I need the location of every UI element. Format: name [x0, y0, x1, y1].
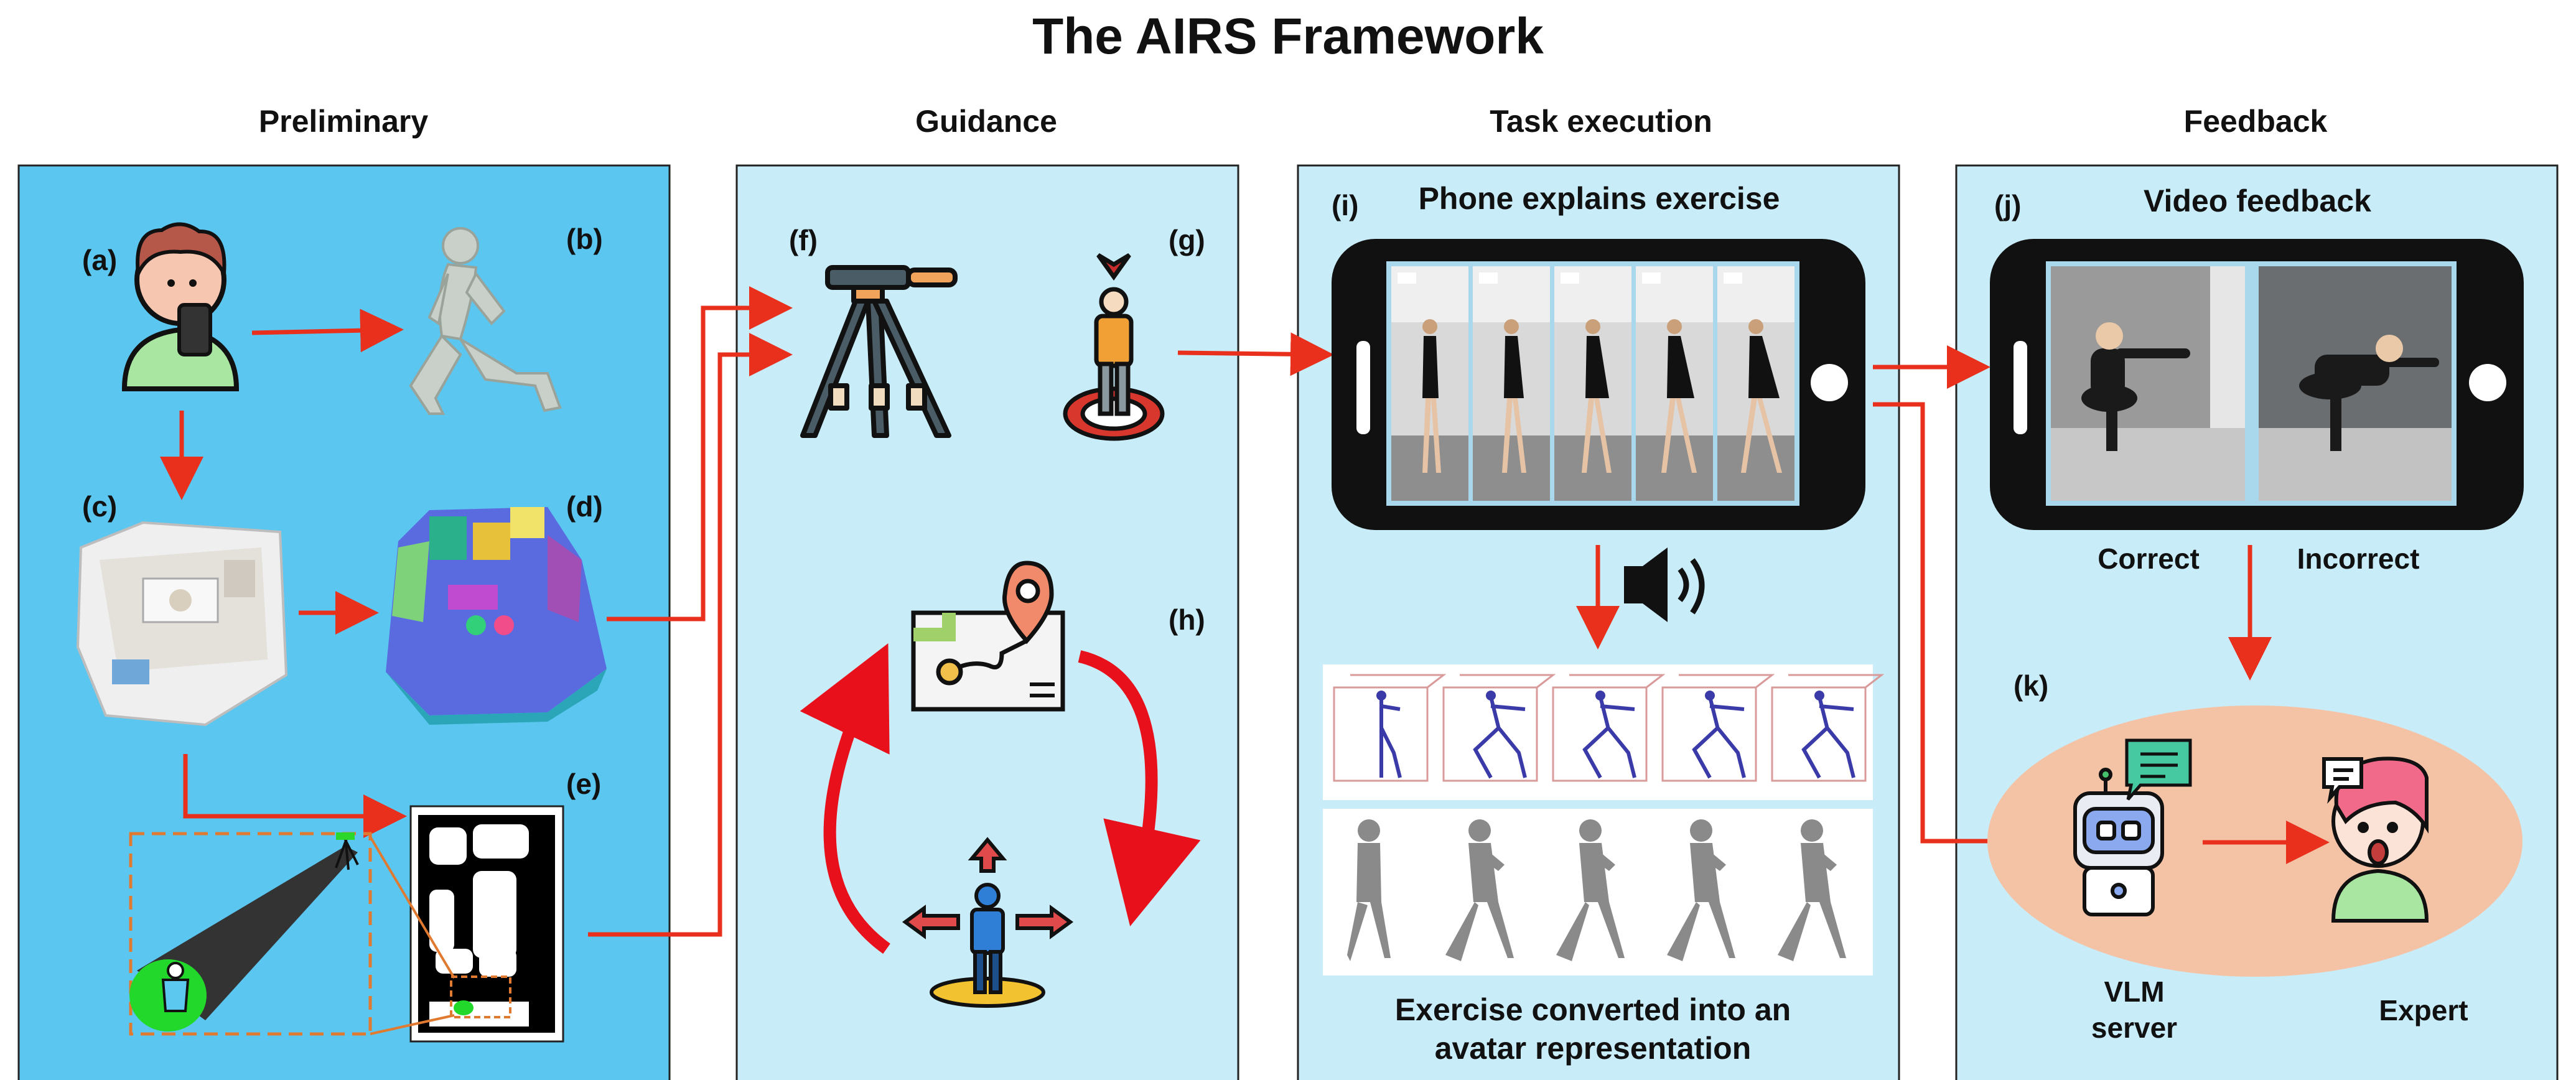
zoom-line-bottom	[370, 1014, 455, 1035]
avatar-pose	[1445, 819, 1514, 961]
avatar-pose	[1667, 819, 1735, 961]
label-k: (k)	[2014, 669, 2048, 702]
arrow-g-i	[1177, 332, 1334, 376]
chat-bubble-icon	[2125, 738, 2192, 801]
vlm-server-line1: VLM	[2104, 975, 2164, 1008]
floor-map-icon	[409, 805, 564, 1043]
expert-label: Expert	[2379, 994, 2468, 1026]
speaker-icon	[1624, 547, 1705, 622]
person-phone-icon	[121, 222, 240, 391]
label-i: (i)	[1332, 189, 1358, 221]
video-frame	[1554, 266, 1631, 501]
video-frame	[1717, 266, 1794, 501]
cycle-arrow-right	[1078, 650, 1201, 927]
cycle-arrow-left	[800, 643, 890, 954]
label-a: (a)	[82, 244, 117, 276]
section-task-execution: Task execution	[1490, 104, 1712, 139]
room-scan-icon	[76, 521, 288, 727]
skeleton-poses	[1333, 674, 1885, 782]
section-feedback: Feedback	[2184, 104, 2328, 139]
label-h: (h)	[1169, 603, 1205, 636]
tripod-icon	[800, 265, 958, 438]
expert-face-icon	[2322, 756, 2429, 923]
avatar-pose	[1347, 819, 1391, 961]
skeleton-pose	[1661, 674, 1775, 782]
phone-explains-title: Phone explains exercise	[1419, 181, 1780, 216]
section-preliminary: Preliminary	[259, 104, 429, 139]
body-mesh-icon	[409, 227, 562, 415]
avatar-poses	[1347, 819, 1846, 961]
feedback-phone	[1990, 239, 2524, 530]
avatar-pose	[1778, 819, 1846, 961]
label-f: (f)	[789, 224, 818, 256]
avatar-caption-line2: avatar representation	[1435, 1031, 1752, 1066]
skeleton-pose	[1771, 674, 1885, 782]
skeleton-pose	[1333, 674, 1447, 782]
avatar-pose	[1556, 819, 1625, 961]
page-title: The AIRS Framework	[1032, 8, 1544, 65]
arrow-a-b	[251, 309, 404, 353]
avatar-caption-line1: Exercise converted into an	[1395, 992, 1791, 1027]
video-feedback-title: Video feedback	[2144, 184, 2371, 218]
label-d: (d)	[566, 490, 603, 523]
exercise-video-frames	[1391, 266, 1794, 501]
skeleton-pose	[1442, 674, 1556, 782]
label-e: (e)	[566, 768, 601, 800]
incorrect-label: Incorrect	[2297, 542, 2420, 575]
label-c: (c)	[82, 490, 117, 523]
segmented-room-icon	[386, 507, 607, 725]
skeleton-pose	[1552, 674, 1666, 782]
video-frame	[1636, 266, 1713, 501]
label-b: (b)	[566, 223, 603, 255]
robot-icon	[2073, 768, 2164, 916]
arrow-e-f	[588, 333, 793, 937]
person-arrows-icon	[902, 837, 1074, 1008]
map-pin-icon	[911, 561, 1065, 712]
video-frame	[1391, 266, 1468, 501]
arrow-i-k	[1873, 402, 2043, 863]
zoom-line-top	[369, 836, 455, 979]
label-g: (g)	[1169, 224, 1205, 256]
person-target-icon	[1063, 253, 1165, 441]
camera-cone-icon	[129, 832, 372, 1036]
skeleton-strip	[1323, 664, 1873, 800]
vlm-server-line2: server	[2091, 1012, 2177, 1044]
video-frame	[1473, 266, 1550, 501]
arrow-c-e	[183, 754, 407, 838]
section-guidance: Guidance	[915, 104, 1057, 139]
arrow-d-f	[607, 286, 793, 621]
correct-label: Correct	[2098, 542, 2200, 575]
label-j: (j)	[1994, 189, 2021, 221]
